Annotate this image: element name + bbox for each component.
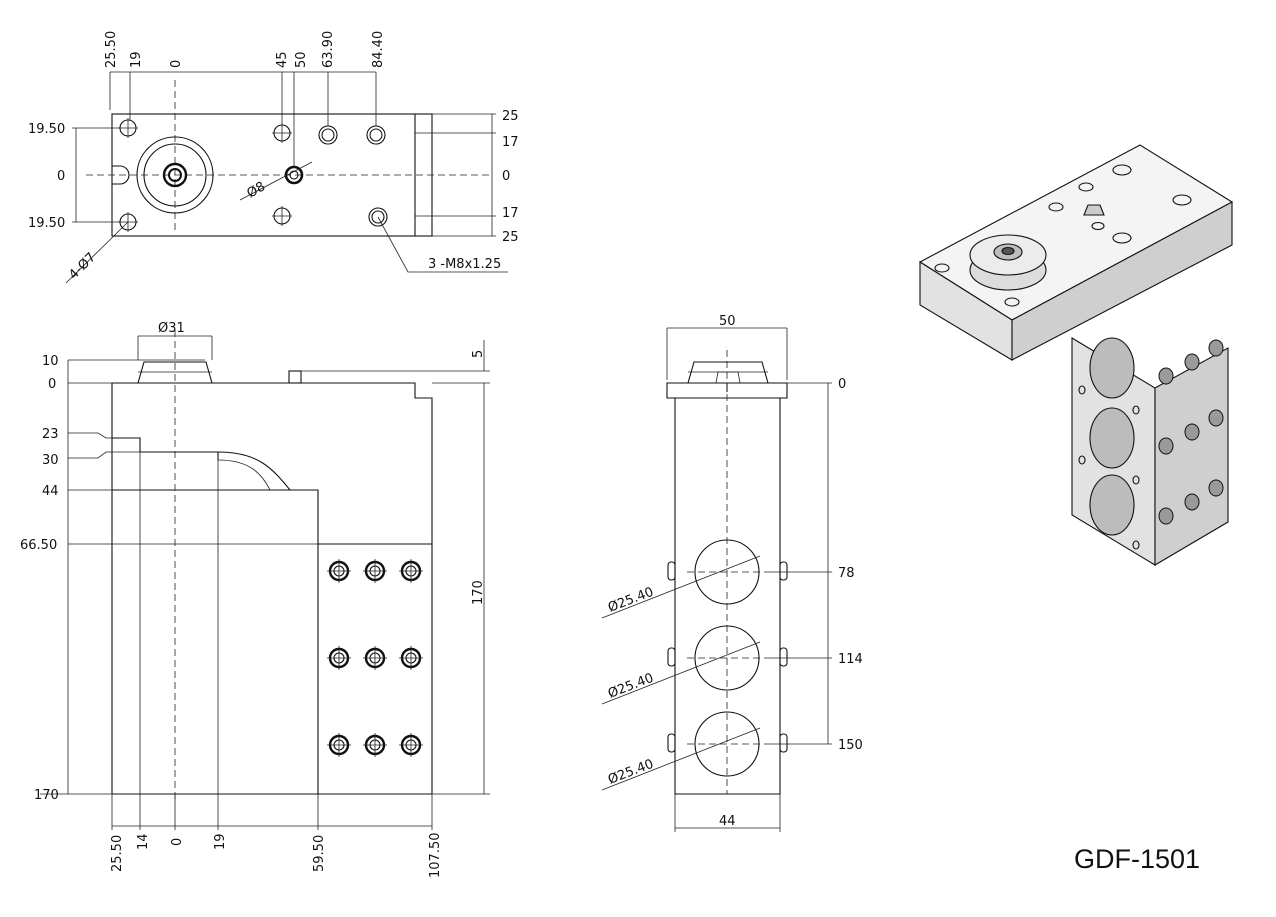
- threaded-hole: [366, 125, 386, 145]
- pin-profile: [288, 370, 302, 384]
- top-view: 25.50 19 0 45 50 63.90 84.40 19.50 0 19.…: [28, 31, 519, 284]
- front-pin-dim: 5: [471, 350, 486, 358]
- mount-hole: [118, 118, 138, 138]
- front-view: Ø31 10 0 23 30 44 66.50 170 5 170 25.50 …: [20, 321, 490, 878]
- top-y-dim-right: 25: [502, 230, 519, 245]
- front-y-dim: 30: [42, 453, 59, 468]
- part-number: GDF-1501: [1074, 844, 1200, 874]
- front-view-outline: [111, 382, 433, 795]
- threaded-hole: [368, 207, 388, 227]
- side-y-dim: 150: [838, 738, 863, 753]
- screw-head: [327, 733, 351, 757]
- top-x-dim: 50: [294, 51, 309, 68]
- screw-head: [327, 646, 351, 670]
- screw-head: [363, 733, 387, 757]
- front-x-dim: 107.50: [428, 833, 443, 879]
- screw-head: [399, 559, 423, 583]
- top-y-dim: 0: [57, 169, 65, 184]
- iso-side-face: [1011, 201, 1233, 361]
- front-y-dim: 170: [34, 788, 59, 803]
- front-x-dim: 14: [136, 833, 151, 850]
- screw-head: [399, 733, 423, 757]
- front-x-dim: 0: [170, 838, 185, 846]
- side-view: 50 44 0 78 114 150 Ø25.40 Ø25.40 Ø25.40: [601, 314, 863, 832]
- side-y-dim: 114: [838, 652, 863, 667]
- pin-callout: Ø8: [245, 179, 269, 201]
- screw-head: [327, 559, 351, 583]
- top-x-dim: 84.40: [371, 31, 386, 68]
- top-x-dim: 45: [275, 51, 290, 68]
- thread-callout: 3 -M8x1.25: [428, 257, 501, 272]
- bore: [667, 625, 788, 691]
- front-y-dim: 0: [48, 377, 56, 392]
- screw-head: [363, 559, 387, 583]
- front-x-dim: 59.50: [312, 835, 327, 872]
- iso-block-side: [1154, 347, 1229, 566]
- threaded-hole: [318, 125, 338, 145]
- boss-profile: [137, 361, 213, 384]
- side-y-dim: 78: [838, 566, 855, 581]
- screw-grid: [327, 559, 423, 757]
- top-y-dim-right: 0: [502, 169, 510, 184]
- side-boss-profile: [687, 361, 769, 384]
- top-x-dim: 25.50: [104, 31, 119, 68]
- front-y-dim: 66.50: [20, 538, 57, 553]
- bore: [667, 539, 788, 605]
- side-width-bottom: 44: [719, 814, 736, 829]
- front-y-dim: 23: [42, 427, 59, 442]
- side-width-top: 50: [719, 314, 736, 329]
- front-y-dim: 44: [42, 484, 59, 499]
- top-y-dim-right: 17: [502, 135, 519, 150]
- top-y-dim-right: 25: [502, 109, 519, 124]
- side-y-dim: 0: [838, 377, 846, 392]
- top-y-dim: 19.50: [28, 216, 65, 231]
- front-y-dim: 10: [42, 354, 59, 369]
- slot-half-hole: [112, 165, 130, 185]
- top-x-dim: 19: [129, 51, 144, 68]
- front-x-dim: 25.50: [110, 835, 125, 872]
- top-y-dim-right: 17: [502, 206, 519, 221]
- front-height-dim: 170: [471, 580, 486, 605]
- top-x-dim: 63.90: [321, 31, 336, 68]
- screw-head: [399, 646, 423, 670]
- bore-callout: Ø25.40: [606, 585, 656, 616]
- bore: [667, 711, 788, 777]
- top-x-dim: 0: [169, 60, 184, 68]
- bore-callout: Ø25.40: [606, 671, 656, 702]
- isometric-view: [918, 144, 1234, 566]
- mount-hole: [272, 206, 292, 226]
- top-y-dim: 19.50: [28, 122, 65, 137]
- screw-head: [363, 646, 387, 670]
- boss-outer-ring: [136, 136, 214, 214]
- boss-diameter-dim: Ø31: [158, 321, 185, 336]
- bore-callout: Ø25.40: [606, 757, 656, 788]
- front-x-dim: 19: [213, 833, 228, 850]
- mount-hole: [272, 123, 292, 143]
